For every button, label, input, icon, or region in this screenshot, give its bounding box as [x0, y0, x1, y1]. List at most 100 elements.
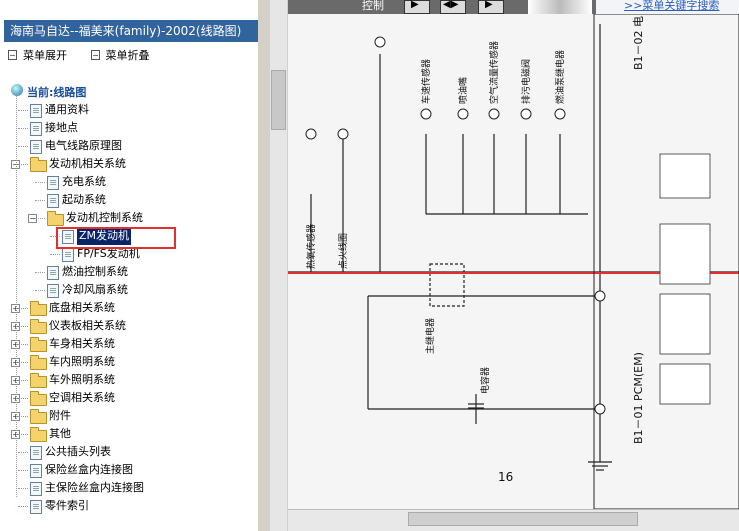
document-icon	[30, 140, 42, 154]
tree-connector	[18, 326, 28, 327]
tree-connector	[18, 128, 28, 129]
document-icon	[30, 122, 42, 136]
tree-connector	[35, 290, 45, 291]
tree-item-label: 燃油控制系统	[62, 265, 128, 278]
wiring-diagram: 热氧传感器 点火线圈 车速传感器 喷油嘴 空气流量传感器 排污电磁阀 燃油泵继电…	[288, 14, 739, 509]
folder-icon	[30, 301, 47, 316]
tree-item-label: 其他	[49, 427, 71, 440]
document-icon	[30, 104, 42, 118]
folder-icon	[30, 355, 47, 370]
keyword-search-link[interactable]: >>菜单关键字搜索	[596, 0, 739, 14]
next-button[interactable]	[404, 0, 430, 14]
tree-connector	[18, 452, 28, 453]
tree-connector	[35, 218, 45, 219]
tree-connector	[18, 380, 28, 381]
tree-item-label: 车内照明系统	[49, 355, 115, 368]
tree-item-label: 零件索引	[45, 499, 89, 512]
prev-next-button[interactable]	[440, 0, 466, 14]
tree-root[interactable]: 当前:线路图	[27, 86, 87, 99]
tree-connector	[18, 434, 28, 435]
svg-text:排污电磁阀: 排污电磁阀	[520, 59, 532, 104]
tree-scrollbar[interactable]	[270, 0, 287, 531]
tree-item-label: 发动机相关系统	[49, 157, 126, 170]
page-number: 16	[498, 470, 514, 484]
tree-toolbar: 菜单展开 菜单折叠	[8, 47, 170, 63]
diagram-horizontal-scrollbar[interactable]	[288, 509, 739, 531]
tree-connector	[18, 308, 28, 309]
document-icon	[30, 482, 42, 496]
tree-connector	[50, 236, 60, 237]
folder-icon	[47, 211, 64, 226]
pcm-label: B1－01 PCM(EM)	[632, 352, 645, 444]
document-icon	[30, 446, 42, 460]
tree-item-label: 起动系统	[62, 193, 106, 206]
horizontal-scrollbar-thumb[interactable]	[408, 512, 638, 526]
collapse-icon	[90, 50, 100, 60]
tree-item-label: 仪表板相关系统	[49, 319, 126, 332]
tree-item-label: 接地点	[45, 121, 78, 134]
tree-connector	[18, 146, 28, 147]
folder-icon	[30, 337, 47, 352]
tree-connector	[18, 110, 28, 111]
folder-icon	[30, 373, 47, 388]
tree-connector	[18, 164, 28, 165]
tree-connector	[35, 200, 45, 201]
document-icon	[62, 248, 74, 262]
wiring-diagram-svg: 热氧传感器 点火线圈 车速传感器 喷油嘴 空气流量传感器 排污电磁阀 燃油泵继电…	[288, 14, 739, 509]
tree-connector	[18, 362, 28, 363]
svg-text:喷油嘴: 喷油嘴	[457, 77, 469, 104]
tree-item-label: FP/FS发动机	[77, 247, 140, 260]
tree-item-label: 底盘相关系统	[49, 301, 115, 314]
collapse-menu-button[interactable]: 菜单折叠	[90, 47, 150, 63]
tree-item-label: 空调相关系统	[49, 391, 115, 404]
tree-scrollbar-thumb[interactable]	[271, 70, 286, 130]
tree-connector	[18, 416, 28, 417]
tree-item-label: 保险丝盒内连接图	[45, 463, 133, 476]
tree-item-label: 电气线路原理图	[45, 139, 122, 152]
play-button[interactable]	[478, 0, 504, 14]
section-label: B1－02 电	[632, 15, 645, 70]
tree-item-label: 冷却风扇系统	[62, 283, 128, 296]
tree-item-label: 充电系统	[62, 175, 106, 188]
tree-connector	[50, 254, 60, 255]
tree-connector	[35, 182, 45, 183]
tree-item-label: 主保险丝盒内连接图	[45, 481, 144, 494]
tree-item-label: 发动机控制系统	[66, 211, 143, 224]
svg-text:燃油泵继电器: 燃油泵继电器	[554, 50, 566, 104]
window-title: 海南马自达--福美来(family)-2002(线路图)	[4, 20, 258, 42]
tree-item-label: ZM发动机	[77, 227, 132, 245]
folder-icon	[30, 409, 47, 424]
folder-icon	[30, 391, 47, 406]
tree-item-label: 车外照明系统	[49, 373, 115, 386]
tree-connector	[18, 506, 28, 507]
tree-connector	[18, 488, 28, 489]
navigation-pane: 海南马自达--福美来(family)-2002(线路图) 菜单展开 菜单折叠 当…	[0, 0, 259, 531]
folder-icon	[30, 157, 47, 172]
document-icon	[47, 194, 59, 208]
tree-connector	[35, 272, 45, 273]
document-icon	[62, 230, 74, 244]
svg-text:主继电器: 主继电器	[424, 318, 436, 354]
selection-highlight-box	[56, 227, 176, 249]
expand-icon	[8, 50, 17, 60]
logo-graphic	[528, 0, 592, 14]
folder-icon	[30, 319, 47, 334]
tree-connector	[18, 470, 28, 471]
tree-item-label: 车身相关系统	[49, 337, 115, 350]
control-label: 控制	[362, 0, 384, 12]
svg-text:点火线圈: 点火线圈	[337, 233, 349, 269]
root-globe-icon	[11, 84, 23, 96]
svg-text:车速传感器: 车速传感器	[420, 59, 432, 104]
document-icon	[47, 176, 59, 190]
expand-menu-button[interactable]: 菜单展开	[8, 47, 67, 63]
document-icon	[30, 500, 42, 514]
document-icon	[30, 464, 42, 478]
tree-item-label: 附件	[49, 409, 71, 422]
tree-item-label: 通用资料	[45, 103, 89, 116]
svg-text:空气流量传感器: 空气流量传感器	[488, 41, 500, 104]
tree-connector	[18, 398, 28, 399]
tree-connector	[18, 344, 28, 345]
svg-text:热氧传感器: 热氧传感器	[305, 224, 317, 269]
folder-icon	[30, 427, 47, 442]
tree-connector	[16, 95, 17, 497]
